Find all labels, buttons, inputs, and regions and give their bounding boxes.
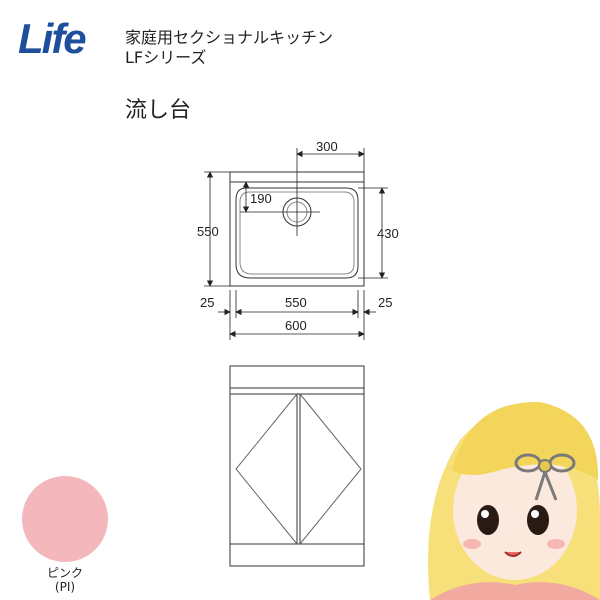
- color-swatch: [22, 476, 108, 562]
- front-view-drawing: [229, 365, 365, 567]
- plan-dimensions: [204, 148, 388, 340]
- dim-width-total: 600: [285, 318, 307, 333]
- dim-depth-total: 550: [197, 224, 219, 239]
- dim-side-left: 25: [200, 295, 214, 310]
- dim-drain-top: 190: [250, 191, 272, 206]
- sink-bowl: [235, 187, 359, 279]
- series-line2: LFシリーズ: [125, 48, 207, 67]
- right-door-open-indicator: [299, 393, 362, 545]
- color-label: ピンク (PI): [22, 566, 108, 594]
- dim-bowl-depth: 430: [377, 226, 399, 241]
- series-title: 家庭用セクショナルキッチン LFシリーズ: [125, 28, 333, 68]
- mascot-girl-icon: [428, 401, 600, 600]
- plan-dimension-labels: 300 190 550 430 25 550 25 600: [197, 139, 399, 333]
- brand-logo: Life: [18, 15, 87, 62]
- counter-edge: [229, 365, 365, 389]
- product-name: 流し台: [125, 98, 192, 123]
- left-door-open-indicator: [235, 393, 298, 545]
- dim-side-right: 25: [378, 295, 392, 310]
- series-line1: 家庭用セクショナルキッチン: [125, 28, 334, 47]
- color-code: (PI): [54, 580, 76, 594]
- dim-bowl-offset: 300: [316, 139, 338, 154]
- color-name: ピンク: [46, 566, 83, 580]
- dim-bowl-width: 550: [285, 295, 307, 310]
